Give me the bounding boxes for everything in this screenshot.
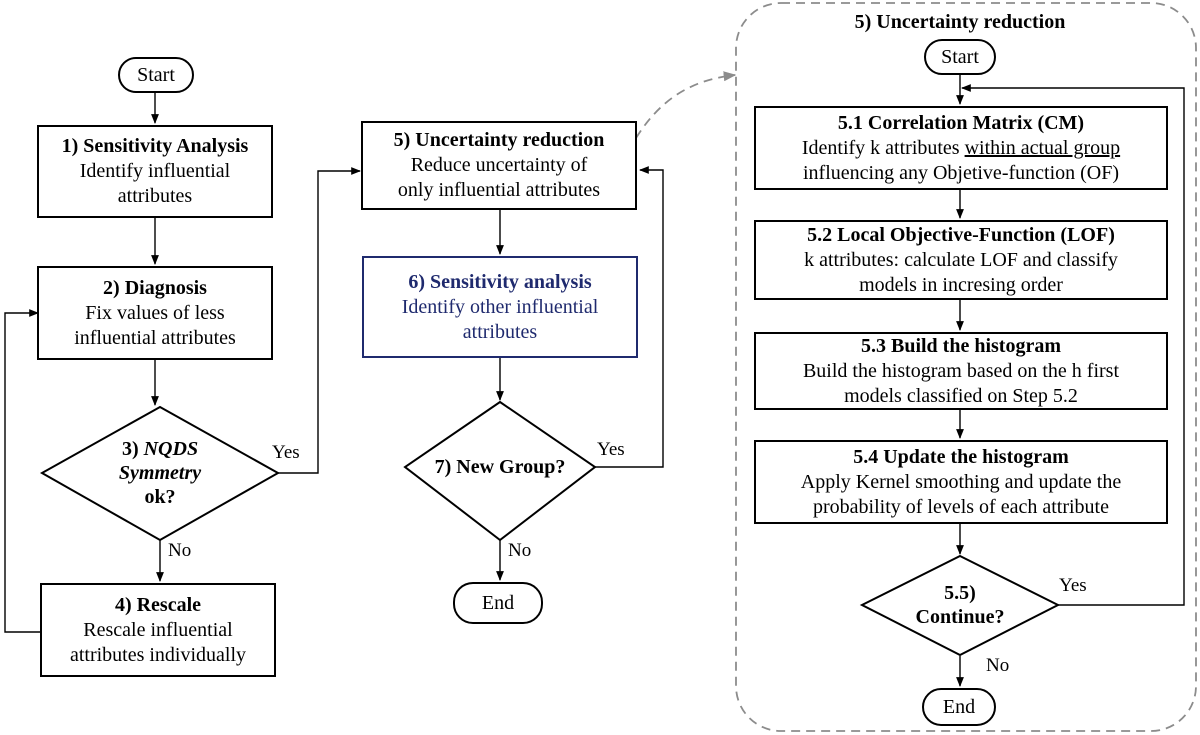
step3-symmetry: Symmetry: [118, 462, 202, 484]
step7-label: 7) New Group?: [434, 456, 566, 478]
arrow-step7-yes-loop: [594, 166, 664, 468]
dashed-link-arrow: [635, 71, 737, 139]
step6-title: 6) Sensitivity analysis: [408, 270, 592, 293]
s53-title: 5.3 Build the histogram: [860, 334, 1062, 357]
step6-line1: Identify other influential: [401, 295, 599, 318]
step4-box: 4) Rescale Rescale influential attribute…: [40, 583, 276, 677]
middle-end-terminal: End: [453, 582, 543, 624]
start-label: Start: [137, 63, 175, 86]
s55-diamond: [859, 554, 1061, 657]
step7-yes-label: Yes: [597, 439, 625, 460]
step6-line2: attributes: [462, 320, 538, 343]
s55-yes-label: Yes: [1059, 575, 1087, 596]
s54-title: 5.4 Update the histogram: [853, 445, 1069, 468]
step2-title: 2) Diagnosis: [103, 276, 207, 299]
s52-box: 5.2 Local Objective-Function (LOF) k att…: [754, 220, 1168, 300]
panel-start-label: Start: [941, 45, 979, 68]
s55-no-label: No: [986, 655, 1010, 676]
panel-start-terminal: Start: [924, 39, 996, 75]
arrow-step4-back-to-step2: [4, 309, 40, 633]
step5-title: 5) Uncertainty reduction: [393, 129, 605, 151]
s51-line2: influencing any Objetive-function (OF): [802, 161, 1120, 184]
uncertainty-panel-border: [735, 2, 1197, 732]
step3-nqds: NQDS: [143, 438, 199, 460]
step1-box: 1) Sensitivity Analysis Identify influen…: [37, 125, 273, 218]
step1-title: 1) Sensitivity Analysis: [61, 135, 249, 157]
step6-box: 6) Sensitivity analysis Identify other i…: [362, 256, 638, 358]
s53-box: 5.3 Build the histogram Build the histog…: [754, 332, 1168, 410]
panel-end-label: End: [942, 695, 976, 718]
step1-line2: attributes: [117, 185, 193, 207]
s51-line1b: within actual group: [964, 136, 1121, 159]
step4-line1: Rescale influential: [83, 618, 233, 641]
s52-line2: models in incresing order: [859, 273, 1063, 296]
step5-box: 5) Uncertainty reduction Reduce uncertai…: [361, 121, 637, 210]
step7-diamond: [403, 400, 597, 542]
step1-line1: Identify influential: [79, 160, 231, 182]
step3-yes-label: Yes: [272, 442, 300, 463]
panel-title: 5) Uncertainty reduction: [854, 11, 1066, 33]
step3-no-label: No: [168, 540, 192, 561]
step2-line2: influential attributes: [74, 326, 236, 349]
step2-line1: Fix values of less: [85, 301, 225, 324]
s53-line1: Build the histogram based on the h first: [802, 359, 1120, 382]
step7-no-label: No: [508, 540, 532, 561]
step3-text: 3) NQDS Symmetry ok?: [60, 437, 260, 509]
arrow-step3-yes-to-step5: [278, 167, 361, 474]
step3-ok: ok?: [144, 486, 176, 508]
s52-line1: k attributes: calculate LOF and classify: [804, 248, 1118, 271]
step4-title: 4) Rescale: [114, 593, 202, 616]
arrow-s55-yes-loop: [961, 84, 1185, 606]
start-terminal: Start: [118, 57, 194, 93]
step3-number: 3): [121, 438, 144, 460]
step5-line2: only influential attributes: [397, 179, 601, 201]
s53-line2: models classified on Step 5.2: [844, 384, 1078, 407]
step3-diamond: [39, 405, 281, 542]
step7-text: 7) New Group?: [400, 455, 600, 479]
s55-line1: 5.5): [944, 582, 976, 604]
step5-line1: Reduce uncertainty of: [410, 154, 588, 176]
step2-box: 2) Diagnosis Fix values of less influent…: [37, 266, 273, 360]
s51-box: 5.1 Correlation Matrix (CM) Identify k a…: [754, 106, 1168, 190]
panel-end-terminal: End: [922, 688, 996, 726]
s51-line1a: Identify k attributes: [801, 136, 965, 159]
s55-text: 5.5) Continue?: [870, 581, 1050, 629]
s51-title: 5.1 Correlation Matrix (CM): [837, 111, 1085, 134]
step4-line2: attributes individually: [69, 643, 247, 666]
s54-line1: Apply Kernel smoothing and update the: [800, 470, 1122, 493]
s54-line2: probability of levels of each attribute: [812, 495, 1109, 518]
s55-line2: Continue?: [915, 606, 1005, 628]
s54-box: 5.4 Update the histogram Apply Kernel sm…: [754, 440, 1168, 524]
s52-title: 5.2 Local Objective-Function (LOF): [807, 223, 1115, 246]
middle-end-label: End: [481, 591, 515, 614]
